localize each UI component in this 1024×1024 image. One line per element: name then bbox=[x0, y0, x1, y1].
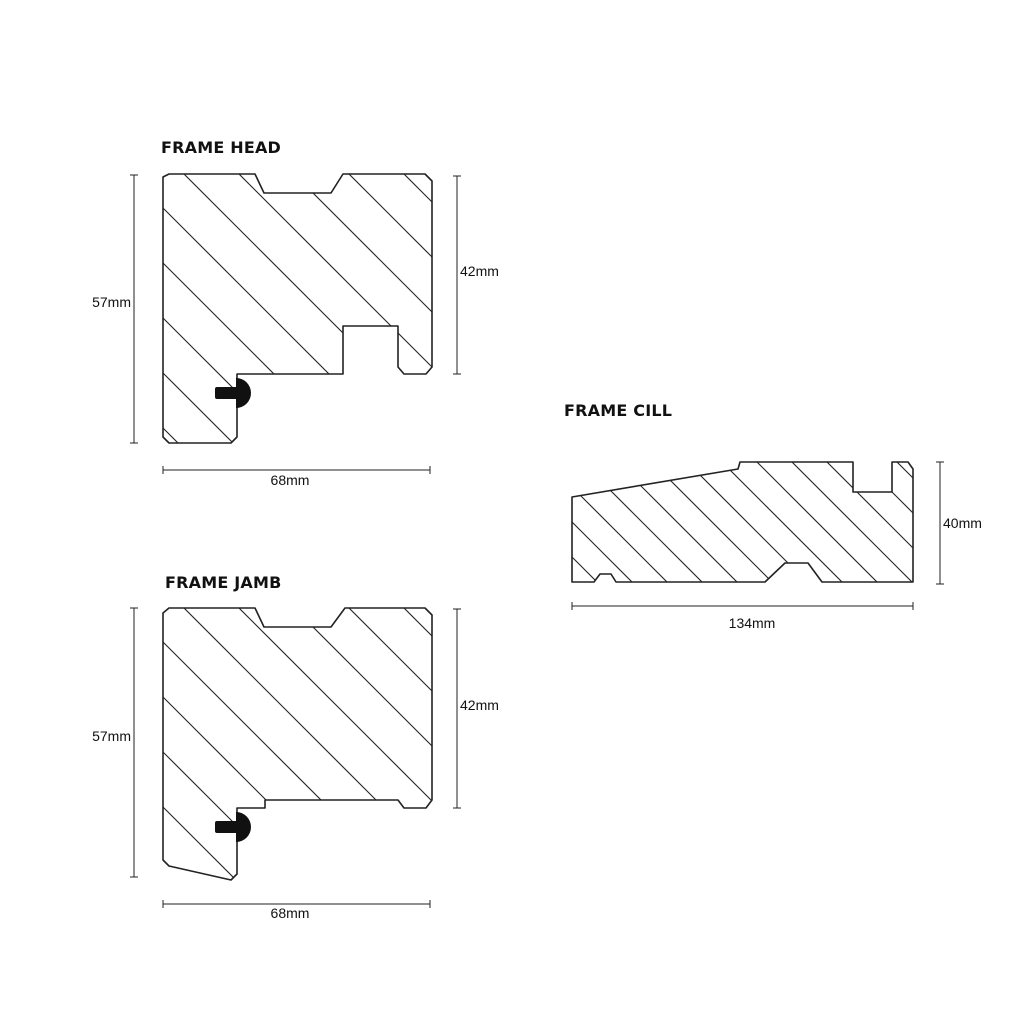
frame-cill-section: FRAME CILL 40mm bbox=[564, 401, 982, 631]
frame-cill-height-label: 40mm bbox=[943, 515, 982, 531]
frame-head-seal-icon bbox=[215, 378, 251, 408]
frame-cill-title: FRAME CILL bbox=[564, 401, 672, 420]
frame-head-height-label: 57mm bbox=[92, 294, 131, 310]
frame-jamb-width-dimension: 68mm bbox=[162, 900, 431, 921]
frame-head-rebate-dimension: 42mm bbox=[453, 175, 499, 375]
frame-jamb-rebate-dimension: 42mm bbox=[453, 608, 499, 809]
frame-jamb-title: FRAME JAMB bbox=[165, 573, 282, 592]
frame-jamb-section: FRAME JAMB 57mm 42mm bbox=[92, 573, 499, 921]
frame-head-width-dimension: 68mm bbox=[162, 466, 431, 488]
frame-cill-hatching bbox=[572, 462, 913, 582]
frame-cill-profile bbox=[571, 461, 914, 583]
frame-jamb-height-label: 57mm bbox=[92, 728, 131, 744]
frame-head-height-dimension: 57mm bbox=[92, 174, 138, 444]
frame-jamb-profile bbox=[162, 607, 433, 881]
frame-jamb-width-label: 68mm bbox=[271, 905, 310, 921]
frame-jamb-height-dimension: 57mm bbox=[92, 607, 138, 878]
frame-head-width-label: 68mm bbox=[271, 472, 310, 488]
frame-cill-height-dimension: 40mm bbox=[936, 461, 982, 585]
frame-jamb-seal-icon bbox=[215, 812, 251, 842]
frame-head-profile bbox=[162, 173, 433, 444]
frame-head-hatching bbox=[163, 174, 432, 443]
frame-head-title: FRAME HEAD bbox=[161, 138, 281, 157]
frame-cill-width-dimension: 134mm bbox=[571, 602, 914, 631]
frame-cill-width-label: 134mm bbox=[729, 615, 776, 631]
frame-head-rebate-label: 42mm bbox=[460, 263, 499, 279]
frame-jamb-rebate-label: 42mm bbox=[460, 697, 499, 713]
frame-jamb-hatching bbox=[163, 608, 432, 880]
frame-head-section: FRAME HEAD 57mm 42mm bbox=[92, 138, 499, 488]
